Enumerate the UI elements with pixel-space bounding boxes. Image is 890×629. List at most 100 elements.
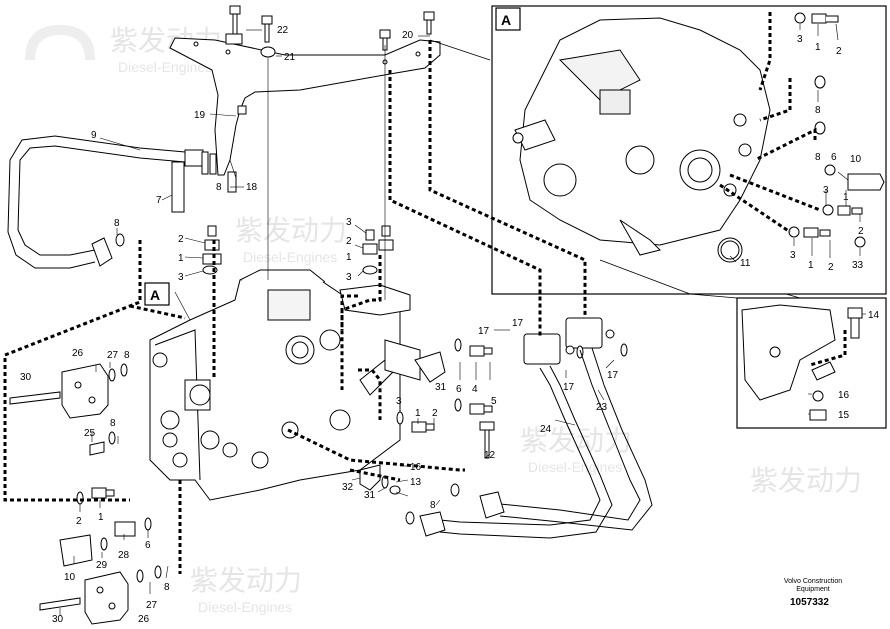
callout-2: 2	[178, 234, 184, 245]
inset-dashed-leaders	[719, 12, 821, 234]
watermark-brand: 紫发动力	[235, 215, 347, 246]
callout-18: 18	[246, 182, 258, 193]
callout-31: 31	[364, 490, 376, 501]
callout-30: 30	[20, 372, 32, 383]
callout-8: 8	[114, 218, 120, 229]
callout-9: 9	[91, 130, 97, 141]
callout-3: 3	[346, 272, 352, 283]
callout-8: 8	[124, 350, 130, 361]
watermark: 紫发动力 Diesel-Engines 紫发动力 Diesel-Engines …	[25, 25, 862, 615]
callout-6: 6	[831, 152, 837, 163]
top-bolts	[225, 5, 435, 115]
callout-2: 2	[836, 46, 842, 57]
inset-fittings	[717, 12, 885, 263]
callout-24: 24	[540, 424, 552, 435]
callout-labels: 22 21 20 19 9 7 8 18 8 2 1 3 3 2 1 3 26 …	[20, 25, 880, 625]
mounting-bracket	[169, 37, 441, 176]
callout-2: 2	[76, 516, 82, 527]
callout-26: 26	[72, 348, 84, 359]
callout-33: 33	[852, 260, 864, 271]
watermark-brand: 紫发动力	[750, 465, 862, 496]
callout-3: 3	[396, 396, 402, 407]
detail-view-small-frame	[736, 297, 887, 429]
callout-5: 5	[491, 396, 497, 407]
callout-1: 1	[98, 512, 104, 523]
callout-3: 3	[178, 272, 184, 283]
callout-13: 13	[410, 477, 422, 488]
cover-plates	[61, 363, 129, 625]
view-a-label: A	[150, 287, 160, 303]
callout-27: 27	[146, 600, 158, 611]
hose-9	[7, 135, 237, 269]
part-number: 1057332	[790, 597, 829, 608]
watermark-sub: Diesel-Engines	[198, 599, 292, 615]
callout-2: 2	[346, 236, 352, 247]
callout-15: 15	[838, 410, 850, 421]
callout-26: 26	[138, 614, 150, 625]
dashed-leaders	[3, 40, 587, 574]
callout-11: 11	[740, 258, 751, 269]
small-detail-part	[741, 304, 863, 421]
hoses-23-24	[419, 347, 653, 539]
callout-8: 8	[164, 582, 170, 593]
callout-2: 2	[432, 408, 438, 419]
detail-view-a-label: A	[501, 12, 511, 28]
callout-25: 25	[84, 428, 96, 439]
callout-1: 1	[178, 253, 184, 264]
callout-21: 21	[284, 52, 296, 63]
leader-lines	[59, 23, 866, 616]
callout-8: 8	[216, 182, 222, 193]
callout-19: 19	[194, 110, 206, 121]
main-valve-block	[149, 269, 411, 501]
callout-8: 8	[815, 105, 821, 116]
right-fittings	[359, 338, 495, 525]
view-a-badge	[144, 282, 170, 306]
left-fittings	[9, 363, 162, 611]
callout-17: 17	[512, 318, 524, 329]
callout-16: 16	[410, 462, 422, 473]
callout-1: 1	[415, 408, 421, 419]
callout-8: 8	[430, 500, 436, 511]
callout-14: 14	[868, 310, 880, 321]
callout-4: 4	[472, 384, 478, 395]
publisher-caption: Volvo Construction Equipment	[783, 578, 843, 593]
callout-30: 30	[52, 614, 64, 625]
callout-20: 20	[402, 30, 414, 41]
callout-27: 27	[107, 350, 119, 361]
callout-6: 6	[145, 540, 151, 551]
callout-32: 32	[342, 482, 354, 493]
watermark-brand: 紫发动力	[520, 425, 632, 456]
callout-10: 10	[850, 154, 862, 165]
callout-3: 3	[823, 185, 829, 196]
detail-view-a-badge	[495, 7, 521, 31]
callout-2: 2	[858, 226, 864, 237]
watermark-sub: Diesel-Engines	[243, 249, 337, 265]
callout-12: 12	[484, 450, 496, 461]
callout-8: 8	[110, 418, 116, 429]
callout-10: 10	[64, 572, 76, 583]
callout-3: 3	[797, 34, 803, 45]
callout-17: 17	[563, 382, 575, 393]
callout-1: 1	[843, 192, 849, 203]
callout-22: 22	[277, 25, 289, 36]
callout-1: 1	[815, 42, 821, 53]
callout-3: 3	[790, 250, 796, 261]
callout-3: 3	[346, 217, 352, 228]
solenoid-coils	[523, 317, 628, 365]
callout-8: 8	[815, 152, 821, 163]
watermark-brand: 紫发动力	[190, 565, 302, 596]
callout-1: 1	[808, 260, 814, 271]
callout-16: 16	[838, 390, 850, 401]
callout-31: 31	[435, 382, 447, 393]
callout-23: 23	[596, 402, 608, 413]
inset-connectors	[429, 39, 691, 295]
callout-2: 2	[828, 262, 834, 273]
callout-1: 1	[346, 252, 352, 263]
inset-valve-block	[512, 17, 771, 256]
callout-17: 17	[607, 370, 619, 381]
callout-6: 6	[456, 384, 462, 395]
watermark-sub: Diesel-Engines	[528, 459, 622, 475]
callout-17: 17	[478, 326, 490, 337]
watermark-sub: Diesel-Engines	[118, 59, 212, 75]
